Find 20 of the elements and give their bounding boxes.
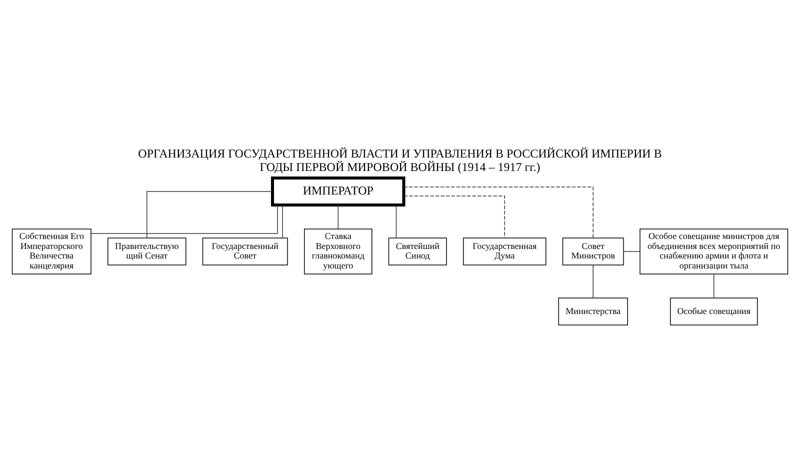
node-box: Собственная Его Императорского Величества канцелярия [12,228,92,274]
node-box: Государственная Дума [463,237,546,265]
connector [623,250,640,252]
node-box: Совет Министров [562,237,624,265]
diagram-title: ОРГАНИЗАЦИЯ ГОСУДАРСТВЕННОЙ ВЛАСТИ И УПРАВЛЕНИЯ В РОССИЙСКОЙ ИМПЕРИИ В ГОДЫ ПЕРВОЙ МИРОВОЙ ВОЙНЫ (1914 – 1917 гг.) [138,146,662,174]
node-box: Особые совещания [670,297,758,325]
node-box: ИМПЕРАТОР [271,176,406,206]
connector [146,190,273,238]
node-box: Особое совещание министров для объединения всех мероприятий по снабжению армии и флота и организации тыла [640,228,788,274]
connector [592,264,594,298]
connector [282,204,283,238]
node-box: Ставка Верховного главнокоманд ующего [304,228,372,274]
node-box: Правительствую щий Сенат [108,237,186,265]
connector [396,204,397,238]
node-box: Министерства [558,297,628,325]
connector [403,186,594,238]
node-box: Святейший Синод [388,237,447,265]
node-box: Государственный Совет [202,237,288,265]
connector [404,195,505,238]
connector [90,204,278,234]
